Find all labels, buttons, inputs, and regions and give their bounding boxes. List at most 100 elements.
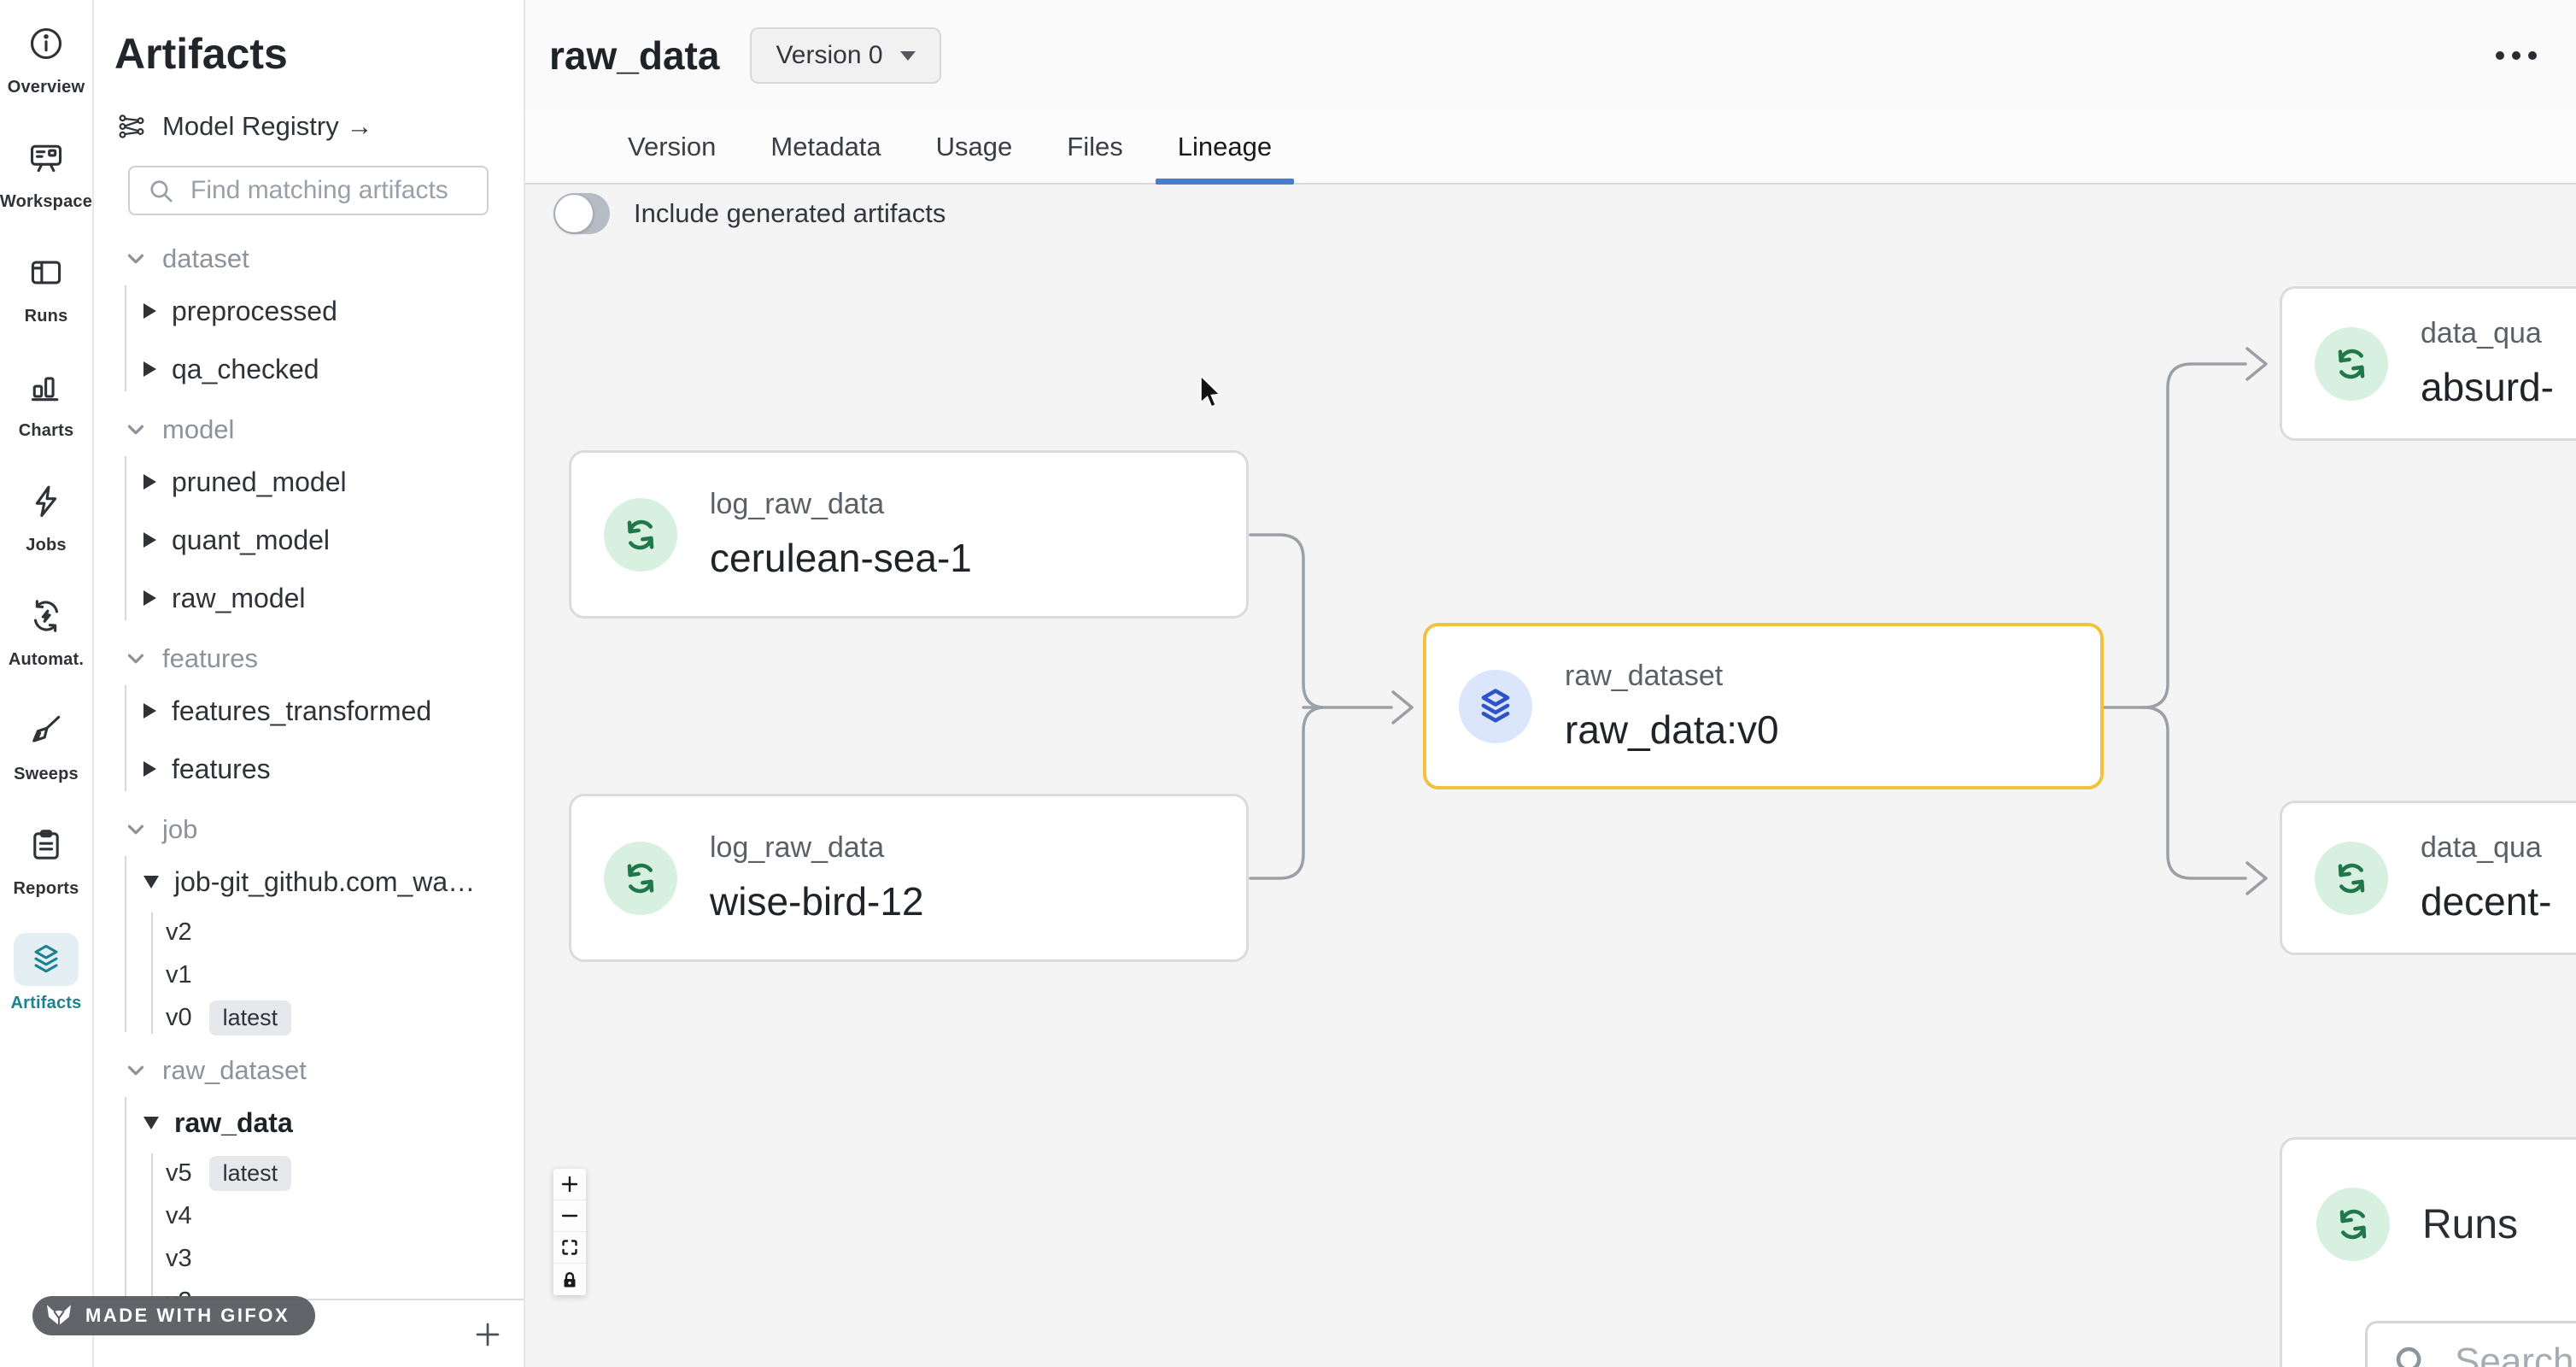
- main-content: raw_data Version 0 Version Metadata Usag…: [525, 0, 2576, 1367]
- reports-icon: [14, 818, 79, 871]
- nav-runs[interactable]: Runs: [0, 246, 92, 361]
- tree-version-v2[interactable]: v2: [166, 918, 192, 946]
- latest-badge: latest: [208, 1155, 292, 1191]
- artifact-tree: dataset preprocessed qa_checked model pr…: [94, 236, 524, 1300]
- tree-item-qa-checked[interactable]: qa_checked: [94, 340, 524, 398]
- chevron-down-icon: [127, 1065, 144, 1076]
- model-registry-link[interactable]: Model Registry →: [116, 111, 372, 142]
- made-with-gifox-badge: MADE WITH GIFOX: [32, 1296, 316, 1335]
- tree-header-raw-dataset[interactable]: raw_dataset: [94, 1047, 524, 1094]
- run-cycle-icon: [2315, 841, 2388, 915]
- sweeps-icon: [14, 704, 79, 757]
- lock-button[interactable]: [553, 1264, 586, 1295]
- tree-group-features: features features_transformed features: [94, 636, 524, 798]
- plus-icon: [476, 1323, 500, 1346]
- tree-item-pruned-model[interactable]: pruned_model: [94, 453, 524, 511]
- latest-badge: latest: [208, 1000, 292, 1036]
- jobs-icon: [14, 475, 79, 528]
- chevron-right-icon: [143, 532, 156, 548]
- node-artifact-name: raw_data:v0: [1565, 707, 1779, 752]
- tree-version-v1[interactable]: v1: [166, 960, 192, 989]
- tree-item-features-transformed[interactable]: features_transformed: [94, 682, 524, 740]
- chevron-expanded-icon: [143, 1116, 159, 1129]
- nav-automations-label: Automat.: [8, 650, 85, 669]
- sidebar-title: Artifacts: [114, 30, 288, 78]
- lineage-node-raw-data-v0[interactable]: raw_dataset raw_data:v0: [1423, 623, 2104, 789]
- tree-version-v3[interactable]: v3: [166, 1244, 192, 1272]
- nav-artifacts-label: Artifacts: [10, 994, 82, 1012]
- nav-jobs-label: Jobs: [26, 536, 67, 554]
- tab-version[interactable]: Version: [628, 132, 717, 161]
- sidebar-footer-divider: [94, 1299, 524, 1300]
- tree-item-quant-model[interactable]: quant_model: [94, 511, 524, 569]
- chevron-right-icon: [143, 761, 156, 777]
- automations-icon: [14, 590, 79, 642]
- tree-header-job[interactable]: job: [94, 807, 524, 853]
- tree-group-model: model pruned_model quant_model raw_model: [94, 407, 524, 627]
- zoom-in-button[interactable]: [553, 1169, 586, 1200]
- tree-item-features[interactable]: features: [94, 740, 524, 798]
- tree-item-preprocessed[interactable]: preprocessed: [94, 282, 524, 340]
- dot-icon: [2512, 51, 2520, 60]
- nav-sweeps[interactable]: Sweeps: [0, 704, 92, 818]
- nav-artifacts[interactable]: Artifacts: [0, 933, 92, 1047]
- overflow-menu-button[interactable]: [2496, 51, 2537, 60]
- nav-workspace-label: Workspace: [0, 192, 93, 211]
- tree-item-raw-data[interactable]: raw_data: [94, 1094, 524, 1152]
- mouse-cursor: [1199, 374, 1228, 414]
- minus-icon: [561, 1214, 578, 1217]
- chevron-right-icon: [143, 590, 156, 606]
- node-collection: raw_dataset: [1565, 660, 1724, 692]
- artifact-header: raw_data Version 0: [525, 0, 2576, 111]
- artifacts-icon: [14, 933, 79, 986]
- lineage-runs-panel[interactable]: Runs Search Ru: [2280, 1137, 2576, 1367]
- tree-header-features[interactable]: features: [94, 636, 524, 682]
- chevron-down-icon: [127, 654, 144, 664]
- runs-search-input[interactable]: Search Ru: [2365, 1321, 2576, 1367]
- version-dropdown-label: Version 0: [776, 41, 883, 69]
- charts-icon: [14, 361, 79, 414]
- include-generated-toggle[interactable]: [553, 193, 610, 234]
- nav-automations[interactable]: Automat.: [0, 590, 92, 704]
- tree-version-v4[interactable]: v4: [166, 1201, 192, 1229]
- zoom-out-button[interactable]: [553, 1200, 586, 1232]
- primary-nav-rail: Overview Workspace Runs Charts Jobs Auto…: [0, 0, 94, 1367]
- nav-reports[interactable]: Reports: [0, 818, 92, 933]
- artifact-search-placeholder: Find matching artifacts: [190, 176, 448, 204]
- version-dropdown[interactable]: Version 0: [750, 27, 941, 84]
- canvas-zoom-controls: [553, 1169, 586, 1295]
- nav-overview-label: Overview: [7, 78, 85, 97]
- tab-metadata[interactable]: Metadata: [770, 132, 881, 161]
- nav-overview[interactable]: Overview: [0, 17, 92, 132]
- lineage-canvas[interactable]: Include generated artifacts log_raw_data…: [525, 185, 2576, 1367]
- add-artifact-button[interactable]: [464, 1311, 512, 1358]
- nav-charts-label: Charts: [18, 421, 74, 440]
- nav-charts[interactable]: Charts: [0, 361, 92, 475]
- tab-usage[interactable]: Usage: [935, 132, 1013, 161]
- tree-item-raw-model[interactable]: raw_model: [94, 569, 524, 627]
- run-cycle-icon: [604, 841, 677, 915]
- workspace-icon: [14, 132, 79, 185]
- tab-files[interactable]: Files: [1067, 132, 1123, 161]
- tree-item-job-git[interactable]: job-git_github.com_wa…: [94, 853, 524, 911]
- tree-header-dataset[interactable]: dataset: [94, 236, 524, 282]
- model-registry-icon: [119, 114, 144, 138]
- artifact-search-input[interactable]: Find matching artifacts: [128, 166, 489, 215]
- run-cycle-icon: [2316, 1188, 2390, 1261]
- tab-lineage[interactable]: Lineage: [1150, 111, 1299, 185]
- search-icon: [150, 179, 173, 202]
- search-icon: [2396, 1346, 2421, 1367]
- fit-view-icon: [562, 1240, 577, 1255]
- tree-header-model[interactable]: model: [94, 407, 524, 453]
- fit-view-button[interactable]: [553, 1232, 586, 1264]
- chevron-right-icon: [143, 474, 156, 490]
- nav-jobs[interactable]: Jobs: [0, 475, 92, 590]
- nav-workspace[interactable]: Workspace: [0, 132, 92, 246]
